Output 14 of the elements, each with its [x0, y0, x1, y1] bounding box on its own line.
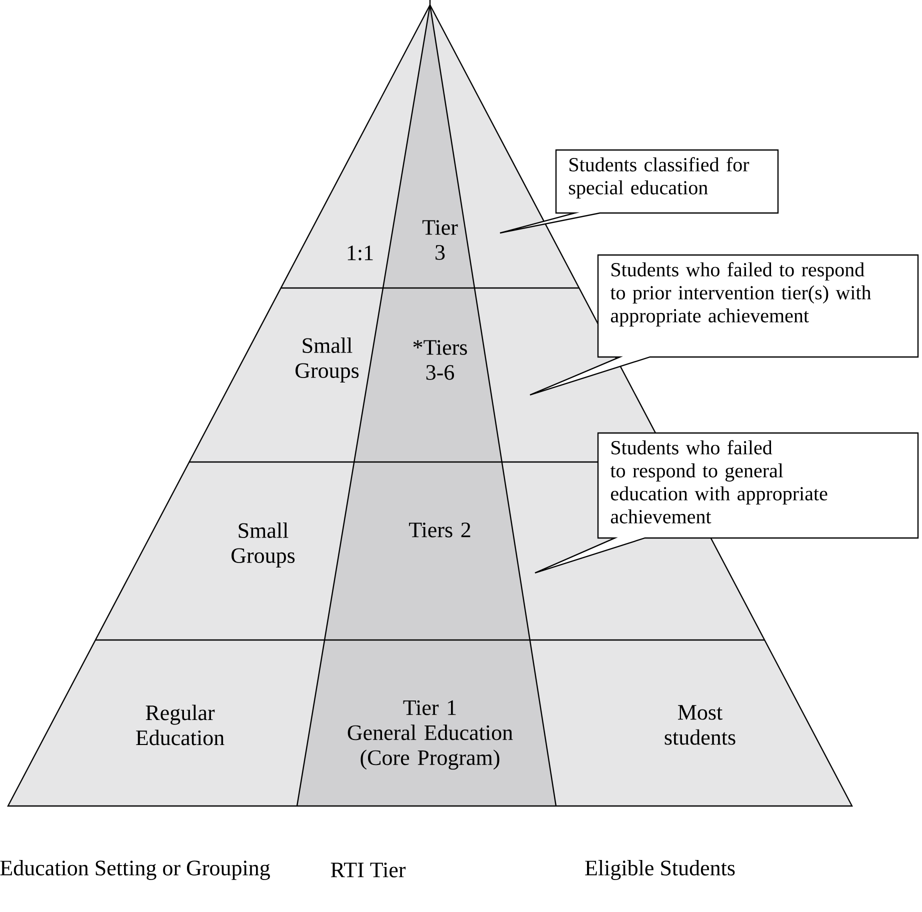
speech-bubble: Students who failed to respond to general education with appropriate achievement: [534, 432, 919, 574]
pyramid-cell: Most students: [530, 640, 852, 806]
pyramid-cell: Tier 1 General Education (Core Program): [297, 640, 556, 806]
axis-label: Eligible Students: [585, 860, 735, 880]
speech-bubble: Students who failed to respond to prior intervention tier(s) with appropriate achievement: [529, 254, 919, 396]
pyramid-cell: Small Groups: [95, 462, 354, 640]
pyramid-cell: Regular Education: [8, 640, 325, 806]
pyramid-cell: Tier 3: [383, 4, 475, 288]
axis-label: Education Setting or Grouping: [0, 860, 270, 880]
pyramid-cell: Small Groups: [189, 288, 383, 462]
pyramid-cell: Tiers 2: [324, 462, 530, 640]
axis-label: RTI Tier: [330, 862, 406, 878]
speech-bubble: Students classified for special education: [499, 149, 779, 234]
node-label: Students who failed to respond to prior intervention tier(s) with appropriate achievement: [610, 262, 872, 327]
